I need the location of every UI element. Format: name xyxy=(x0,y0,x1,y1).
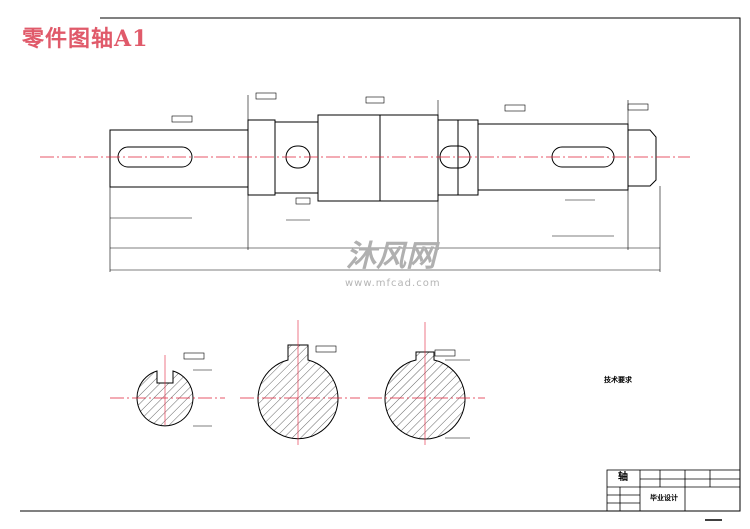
section-view-2 xyxy=(257,320,339,445)
title-block-drawing-type: 毕业设计 xyxy=(650,494,678,502)
drawing-title: 零件图轴A1 xyxy=(22,26,149,52)
watermark-brand: 沐风网 xyxy=(346,239,436,274)
watermark-url: www.mfcad.com xyxy=(345,278,441,289)
section-view-1 xyxy=(136,352,212,427)
drawing-frame xyxy=(20,17,741,512)
technical-requirements-label: 技术要求 xyxy=(604,376,632,384)
title-block xyxy=(606,469,741,512)
section-view-3 xyxy=(384,322,470,445)
title-block-part-name: 轴 xyxy=(618,472,628,483)
